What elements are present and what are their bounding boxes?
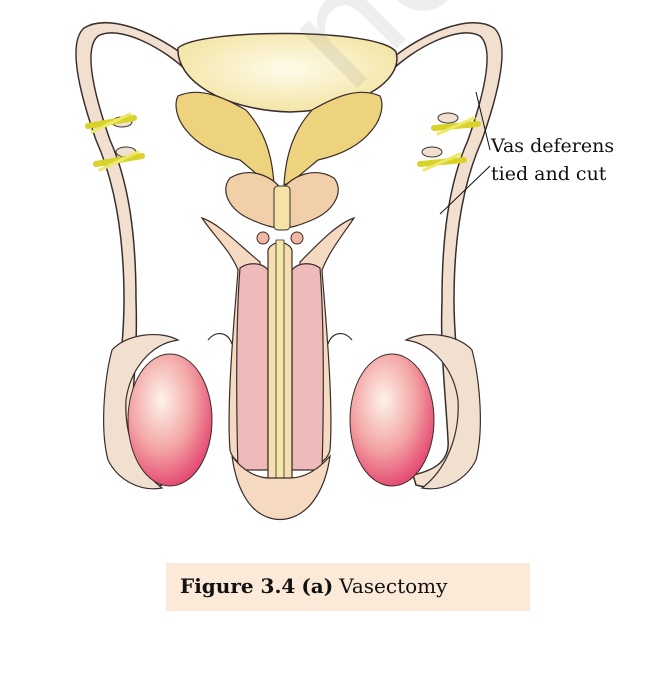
- penile-urethra: [275, 239, 285, 501]
- right-vas-deferens: [386, 21, 503, 488]
- right-ligature-lower: [417, 146, 467, 172]
- vas-deferens-label-line2: tied and cut: [491, 163, 607, 185]
- left-scrotum-outline: [207, 333, 233, 345]
- right-epididymis: [404, 333, 481, 490]
- corpus-cavernosum-left: [236, 263, 269, 471]
- prostatic-urethra: [273, 185, 291, 231]
- vas-deferens-label-line1: Vas deferens: [491, 135, 615, 157]
- right-cowpers-gland: [290, 231, 304, 245]
- figure-caption: Figure 3.4(a)Vasectomy: [180, 574, 447, 598]
- vasectomy-diagram: [75, 21, 503, 521]
- glans-penis: [231, 454, 331, 521]
- left-ligature-lower: [93, 146, 145, 172]
- figure-part: (a): [301, 574, 334, 598]
- caption-background: [166, 563, 530, 611]
- left-testis: [127, 353, 213, 487]
- right-scrotum-outline: [327, 333, 353, 345]
- urinary-bladder: [177, 32, 398, 113]
- figure-number: Figure 3.4: [180, 574, 296, 598]
- figure-title: Vasectomy: [339, 574, 448, 598]
- left-cowpers-gland: [256, 231, 270, 245]
- left-ligature-upper: [85, 112, 137, 134]
- leader-line-lower: [439, 165, 491, 215]
- right-ligature-upper: [431, 112, 481, 136]
- right-testis: [349, 353, 435, 487]
- corpus-cavernosum-right: [291, 263, 324, 471]
- leader-line-upper: [475, 91, 491, 151]
